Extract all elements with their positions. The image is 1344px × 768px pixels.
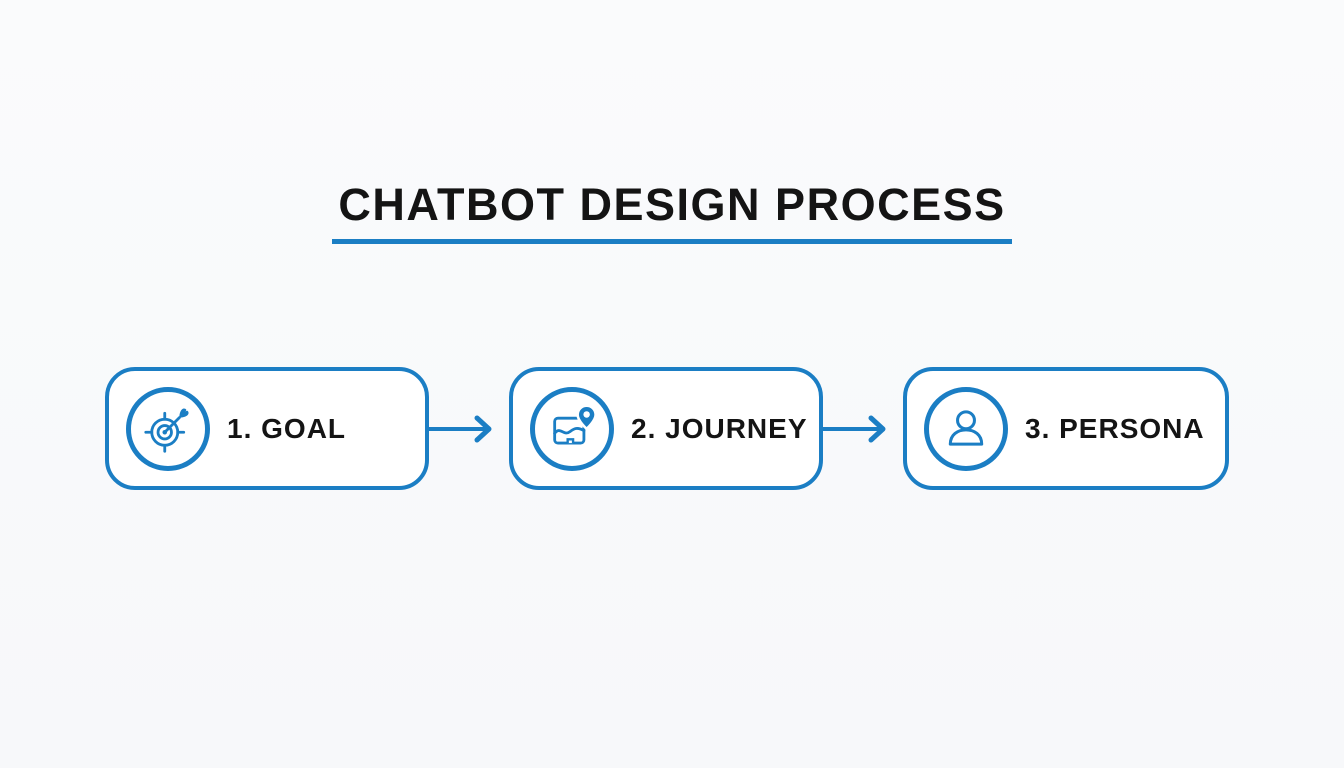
goal-icon-circle — [126, 386, 210, 471]
step-box-goal: 1. GOAL — [105, 367, 429, 490]
target-dart-icon — [142, 403, 194, 455]
persona-icon-circle — [924, 386, 1008, 471]
map-pin-icon — [546, 403, 598, 455]
person-icon — [940, 403, 992, 455]
journey-icon-circle — [530, 386, 614, 471]
arrow-right-icon — [427, 414, 501, 444]
step-label-journey: 2. JOURNEY — [631, 412, 808, 444]
title-underline — [332, 239, 1012, 244]
step-label-persona: 3. PERSONA — [1025, 412, 1205, 444]
page-title: CHATBOT DESIGN PROCESS — [338, 179, 1006, 230]
step-box-persona: 3. PERSONA — [903, 367, 1229, 490]
process-flow: 1. GOAL — [105, 367, 1229, 490]
connector-journey-to-persona — [821, 367, 903, 490]
arrow-right-icon — [821, 414, 895, 444]
connector-goal-to-journey — [427, 367, 509, 490]
step-box-journey: 2. JOURNEY — [509, 367, 823, 490]
step-label-goal: 1. GOAL — [227, 412, 347, 444]
header: CHATBOT DESIGN PROCESS — [0, 182, 1344, 244]
